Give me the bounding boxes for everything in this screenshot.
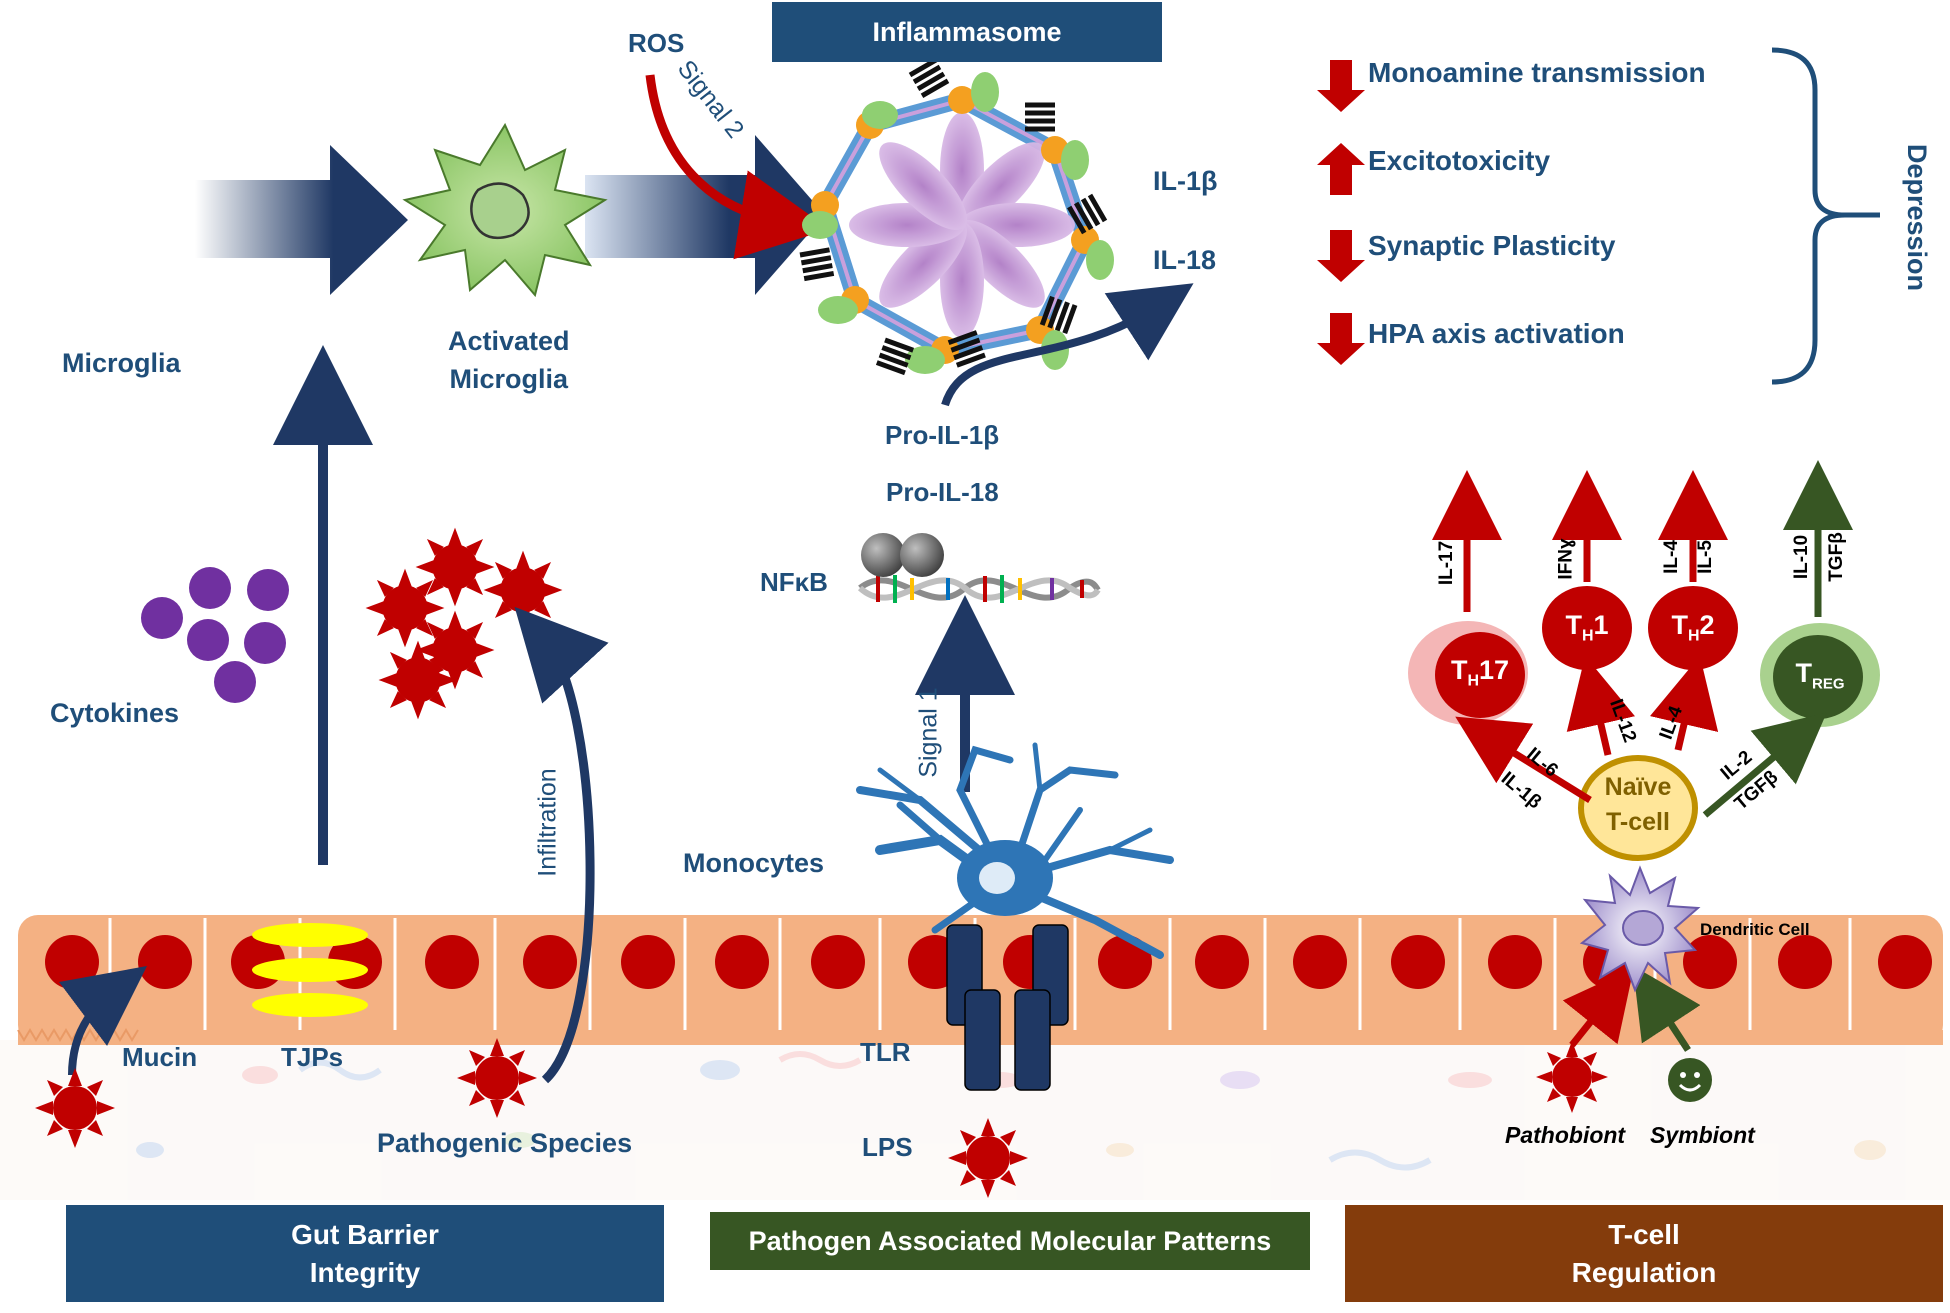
infiltration-arrow [514, 606, 609, 1084]
pro-il18-label: Pro-IL-18 [886, 477, 999, 507]
naive-tcell-icon [1578, 755, 1698, 861]
pathobiont-label: Pathobiont [1505, 1122, 1626, 1148]
tcell-title-line2: Regulation [1571, 1256, 1717, 1288]
microglia-label: Microglia [62, 348, 181, 378]
nfkb-dna-icon [857, 533, 1101, 603]
th17-cell-icon [1435, 632, 1525, 718]
inflammasome-complex-icon [799, 57, 1114, 376]
th2-label: TH2 [1671, 610, 1715, 645]
mucin-arrow [58, 965, 147, 1076]
microglia-activation-arrow-1 [195, 145, 408, 295]
tjps-label: TJPs [281, 1042, 344, 1072]
effect-excitotoxicity: Excitotoxicity [1368, 145, 1551, 176]
dendritic-cell-label: Dendritic Cell [1700, 920, 1810, 939]
lps-label: LPS [862, 1132, 913, 1162]
tcell-title-line1: T-cell [1608, 1218, 1680, 1250]
dendritic-cell-icon [1579, 865, 1701, 993]
microglia-activation-arrow-2 [585, 135, 825, 295]
nfkb-label: NFκB [760, 567, 828, 597]
monocyte-icon [856, 742, 1174, 959]
monocytes-label: Monocytes [683, 848, 825, 878]
effect-monoamine: Monoamine transmission [1368, 57, 1706, 88]
cytokines-icon [141, 567, 289, 703]
il10-label: IL-10 [1791, 534, 1813, 580]
mucin-pathogen-icon [35, 1068, 115, 1148]
mucin-label: Mucin [122, 1042, 198, 1072]
up-arrow-icon [1317, 143, 1365, 195]
il5-label: IL-5 [1694, 540, 1716, 574]
naive-line1: Naïve [1604, 773, 1672, 801]
tlr-receptor-icon [946, 924, 1069, 1091]
tlr-label: TLR [860, 1037, 911, 1067]
treg-label: TREG [1795, 658, 1845, 693]
pathobiont-arrow [1562, 967, 1634, 1048]
activated-microglia-label: Activated Microglia [448, 323, 570, 399]
pro-il-processing-arrow [941, 283, 1194, 407]
ifng-label: IFNɣ [1555, 538, 1577, 580]
ros-arrow [645, 74, 830, 260]
il18-label: IL-18 [1153, 245, 1217, 275]
gut-barrier-title-line2: Integrity [309, 1256, 421, 1288]
treg-cell-icon [1773, 635, 1863, 719]
pathogen-cluster-icon [365, 527, 563, 720]
depression-brace [1771, 47, 1846, 385]
pamp-banner: Pathogen Associated Molecular Patterns [710, 1212, 1310, 1270]
inflammasome-title: Inflammasome [872, 16, 1062, 47]
th2-cell-icon [1648, 586, 1738, 670]
tcell-differentiation [1408, 460, 1880, 861]
tgfb-top-label: TGFβ [1825, 532, 1847, 582]
tight-junction-proteins-icon [252, 923, 368, 1017]
activated-microglia-icon [402, 122, 608, 298]
th1-cell-icon [1542, 586, 1632, 670]
down-arrow-icon [1317, 230, 1365, 282]
activated-microglia-line2: Microglia [449, 363, 569, 394]
pathogenic-species-label: Pathogenic Species [377, 1128, 633, 1158]
pathogenic-species-icon [457, 1038, 537, 1118]
il1b-label: IL-1β [1153, 166, 1218, 196]
depression-label: Depression [1902, 143, 1933, 292]
gut-barrier-banner: Gut Barrier Integrity [66, 1205, 664, 1302]
gut-barrier-title-line1: Gut Barrier [291, 1218, 439, 1250]
ros-label: ROS [628, 28, 685, 58]
tcell-banner: T-cell Regulation [1345, 1205, 1943, 1302]
inflammasome-banner: Inflammasome [772, 2, 1162, 62]
down-arrow-icon [1317, 60, 1365, 112]
pathobiont-icon [1536, 1041, 1608, 1113]
th1-label: TH1 [1565, 610, 1609, 645]
symbiont-icon [1668, 1058, 1712, 1102]
pro-il1b-label: Pro-IL-1β [885, 420, 1000, 450]
effect-arrows [1317, 60, 1365, 365]
symbiont-arrow [1632, 965, 1701, 1052]
activated-microglia-line1: Activated [448, 326, 570, 356]
infiltration-label: Infiltration [533, 768, 562, 877]
epithelial-nuclei [45, 935, 1932, 989]
effect-hpa-axis: HPA axis activation [1368, 318, 1625, 349]
il4-top-label: IL-4 [1660, 540, 1682, 574]
cytokines-label: Cytokines [50, 698, 180, 728]
th17-label: TH17 [1450, 655, 1510, 690]
symbiont-label: Symbiont [1650, 1122, 1755, 1148]
effect-synaptic-plasticity: Synaptic Plasticity [1368, 230, 1616, 261]
il17-label: IL-17 [1436, 540, 1458, 586]
pamp-title: Pathogen Associated Molecular Patterns [748, 1225, 1272, 1256]
naive-tcell-label: Naïve T-cell [1585, 770, 1691, 840]
lps-icon [948, 1118, 1028, 1198]
monocyte-nucleus [979, 862, 1015, 894]
signal1-label: Signal 1 [914, 687, 943, 778]
down-arrow-icon [1317, 313, 1365, 365]
naive-line2: T-cell [1606, 808, 1670, 836]
